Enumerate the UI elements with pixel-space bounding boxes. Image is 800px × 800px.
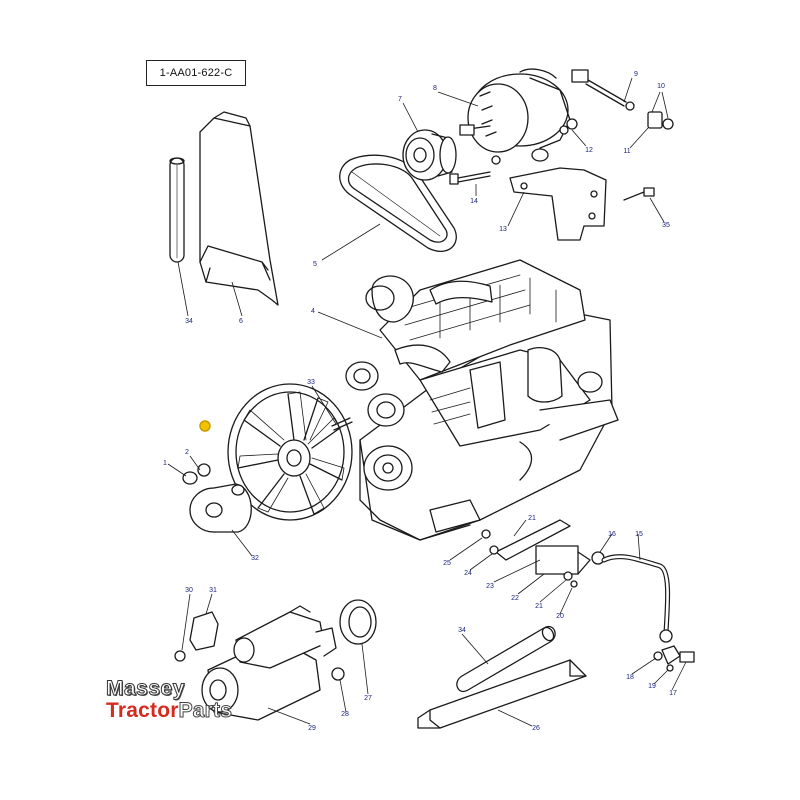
callout-28[interactable]: 28 <box>341 711 349 718</box>
callout-26[interactable]: 26 <box>532 725 540 732</box>
callout-29[interactable]: 29 <box>308 725 316 732</box>
heat-shield-part <box>417 659 587 729</box>
reference-code-box: 1-AA01-622-C <box>146 60 246 86</box>
callout-2[interactable]: 2 <box>185 449 189 456</box>
callout-11[interactable]: 11 <box>623 148 630 155</box>
leader-lines <box>167 77 687 727</box>
connector-part <box>647 111 674 130</box>
callout-12[interactable]: 12 <box>585 147 593 154</box>
callout-19[interactable]: 19 <box>648 683 656 690</box>
fan-nut-part <box>182 463 211 485</box>
callout-13[interactable]: 13 <box>499 226 507 233</box>
callout-6[interactable]: 6 <box>239 318 243 325</box>
callout-23[interactable]: 23 <box>486 583 494 590</box>
starter-motor-part <box>201 605 337 721</box>
stud-part <box>331 417 353 431</box>
logo-line-2: TractorParts <box>106 699 233 722</box>
callout-16[interactable]: 16 <box>608 531 616 538</box>
fitting-part <box>653 645 695 672</box>
callout-4[interactable]: 4 <box>311 308 315 315</box>
callout-15[interactable]: 15 <box>635 531 643 538</box>
callout-27[interactable]: 27 <box>364 695 372 702</box>
callout-7[interactable]: 7 <box>398 96 402 103</box>
callout-24[interactable]: 24 <box>464 570 472 577</box>
starter-bracket-part <box>174 611 219 662</box>
brand-logo: Massey TractorParts <box>105 677 233 722</box>
callout-22[interactable]: 22 <box>511 595 519 602</box>
seal-ring-part <box>339 599 377 645</box>
fan-hub-part <box>189 483 252 533</box>
hose-part <box>591 551 673 643</box>
pulley-part <box>402 129 457 181</box>
fan-shroud-part <box>199 111 279 306</box>
insulation-tube-part <box>456 625 556 693</box>
callout-34-lower[interactable]: 34 <box>458 627 466 634</box>
callout-18[interactable]: 18 <box>626 674 634 681</box>
callout-5[interactable]: 5 <box>313 261 317 268</box>
terminal-lead-part <box>571 69 635 111</box>
alternator-part <box>459 68 571 162</box>
bolt-35-part <box>623 187 655 201</box>
logo-line-1: Massey <box>105 677 185 700</box>
reference-code: 1-AA01-622-C <box>159 67 233 79</box>
callout-31[interactable]: 31 <box>209 587 217 594</box>
callout-14[interactable]: 14 <box>470 198 478 205</box>
highlight-marker[interactable] <box>199 420 211 432</box>
bolt-part <box>449 155 501 185</box>
nut-part <box>559 118 578 135</box>
callout-21-upper[interactable]: 21 <box>528 515 536 522</box>
seal-strip-part <box>169 157 185 263</box>
starter-nut-part <box>331 667 345 681</box>
callout-10[interactable]: 10 <box>657 83 665 90</box>
callout-20[interactable]: 20 <box>556 613 564 620</box>
callout-1[interactable]: 1 <box>163 460 167 467</box>
callout-9[interactable]: 9 <box>634 71 638 78</box>
callout-17[interactable]: 17 <box>669 690 677 697</box>
logo-outline-word: Parts <box>178 699 233 722</box>
callout-32[interactable]: 32 <box>251 555 259 562</box>
callout-30[interactable]: 30 <box>185 587 193 594</box>
sensor-bracket-part <box>481 519 591 588</box>
callout-8[interactable]: 8 <box>433 85 437 92</box>
fan-part <box>227 383 353 521</box>
drive-belt-part <box>339 154 457 252</box>
callout-35[interactable]: 35 <box>662 222 670 229</box>
engine-block-part <box>345 259 619 541</box>
callout-21-lower[interactable]: 21 <box>535 603 543 610</box>
bracket-part <box>509 167 607 241</box>
callout-34-upper[interactable]: 34 <box>185 318 193 325</box>
callout-33[interactable]: 33 <box>307 379 315 386</box>
callout-25[interactable]: 25 <box>443 560 451 567</box>
logo-red-word: Tractor <box>106 699 179 722</box>
